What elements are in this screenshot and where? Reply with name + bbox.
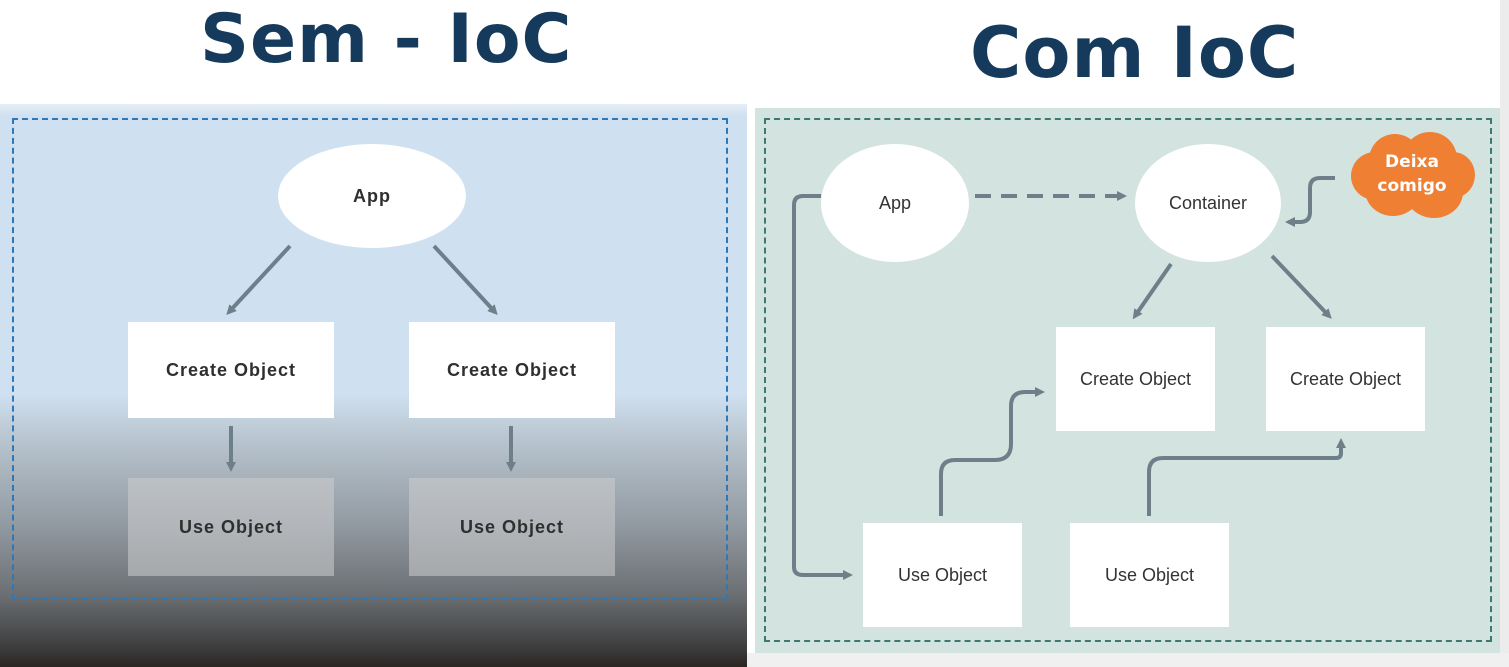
com-ioc-arrows (792, 176, 1346, 580)
arrow-app-to-use-1 (792, 194, 853, 580)
arrow-cloud-to-container (1285, 176, 1335, 227)
com-ioc-panel: App Container Create Object Create Objec… (755, 108, 1500, 653)
sem-ioc-dashed-frame (12, 118, 728, 600)
sem-ioc-panel: App Create Object Create Object Use Obje… (0, 104, 747, 667)
arrow-use-1-to-create-1 (939, 387, 1045, 516)
arrow-container-to-create-2 (1270, 254, 1332, 319)
cloud-text-line-1: Deixa (1385, 152, 1439, 172)
deixa-comigo-cloud: Deixa comigo (1347, 128, 1477, 224)
use-object-box-1: Use Object (863, 523, 1022, 627)
sem-ioc-arrows (226, 244, 516, 472)
arrow-container-to-create-1 (1132, 262, 1173, 320)
arrow-use-2-to-create-2 (1147, 438, 1346, 516)
bottom-edge-strip (747, 653, 1509, 667)
create-object-box-1: Create Object (1056, 327, 1215, 431)
cloud-text-line-2: comigo (1377, 176, 1447, 196)
title-sem-ioc: Sem - IoC (200, 0, 573, 79)
right-edge-strip (1500, 0, 1509, 667)
create-object-box-1: Create Object (128, 322, 334, 418)
arrow-app-to-create-1 (226, 244, 292, 315)
app-node: App (278, 144, 466, 248)
arrow-app-to-create-2 (432, 244, 498, 315)
com-ioc-dashed-frame (764, 118, 1492, 642)
create-object-box-2: Create Object (409, 322, 615, 418)
use-object-box-2: Use Object (409, 478, 615, 576)
create-object-box-2: Create Object (1266, 327, 1425, 431)
title-com-ioc: Com IoC (970, 12, 1300, 94)
container-node: Container (1135, 144, 1281, 262)
use-object-box-1: Use Object (128, 478, 334, 576)
use-object-box-2: Use Object (1070, 523, 1229, 627)
app-node: App (821, 144, 969, 262)
